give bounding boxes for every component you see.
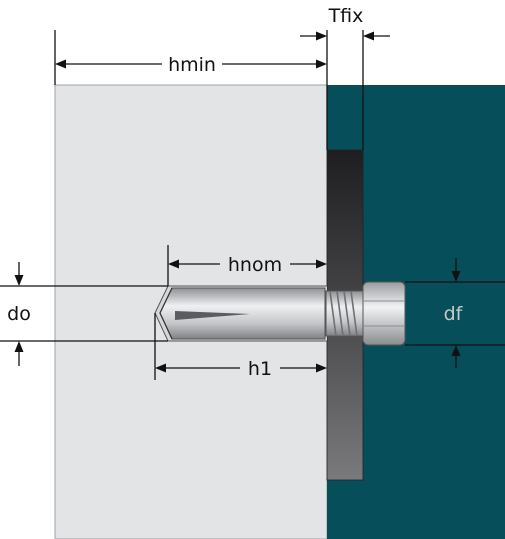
anchor-slot [175, 311, 250, 320]
bolt-threads [329, 290, 358, 337]
label-h1: h1 [248, 358, 272, 380]
label-hnom: hnom [228, 254, 282, 276]
anchor-tip [159, 287, 173, 340]
hex-nut [362, 281, 406, 346]
label-do: do [7, 303, 31, 325]
label-tfix: Tfix [328, 5, 364, 27]
threaded-bolt [325, 290, 367, 337]
dimension-arrows [14, 31, 461, 373]
label-hmin: hmin [168, 54, 216, 76]
label-df: df [444, 303, 464, 325]
